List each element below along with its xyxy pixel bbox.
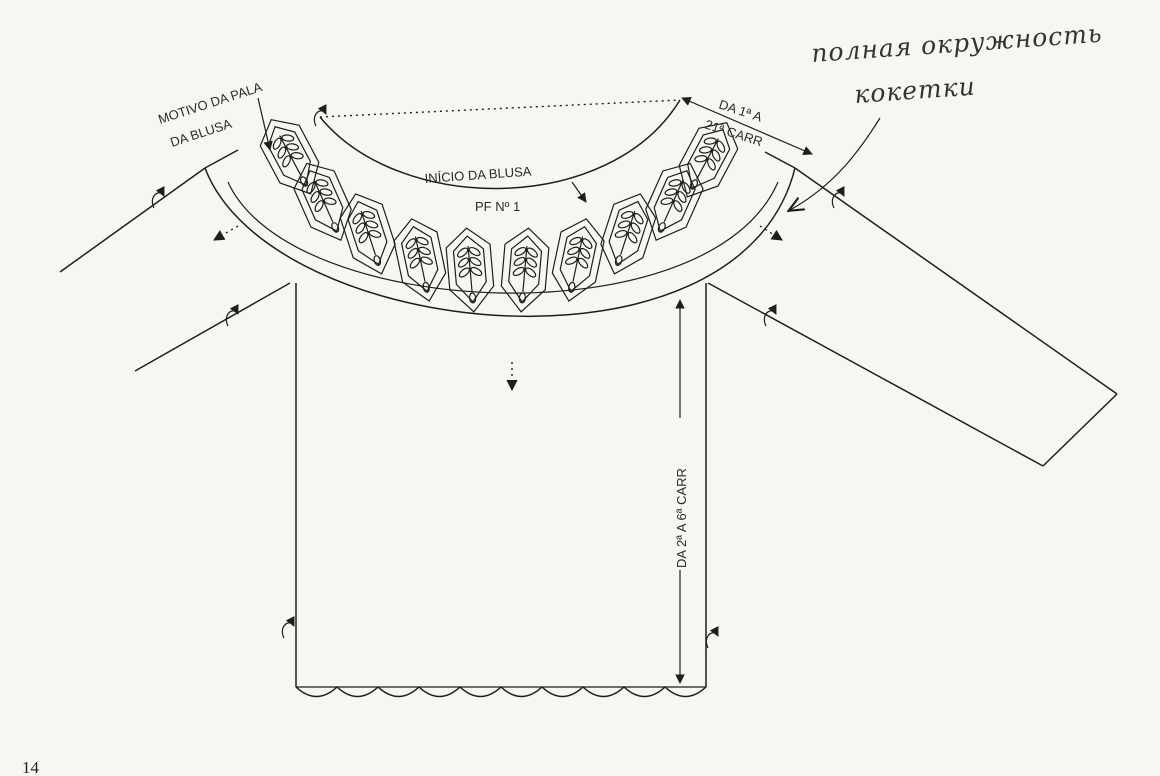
dotted-direction-arrow-icon (213, 225, 783, 392)
right-sleeve (707, 167, 1118, 467)
body-rows-dimension (671, 299, 689, 684)
scallop-edge (295, 685, 707, 698)
page-number: 14 (22, 758, 40, 776)
leaf-motif-icon (600, 193, 657, 275)
left-sleeve (59, 167, 291, 372)
leaf-motif-icon (259, 118, 320, 195)
yoke (204, 99, 796, 318)
body-rows-label: DA 2ª A 6ª CARR (674, 468, 689, 568)
motif-leader-arrow (257, 97, 273, 151)
yoke-motif-label-line1: MOTIVO DA PALA (156, 79, 264, 127)
yoke-rows-dimension (681, 97, 813, 155)
turn-arrow-icon (225, 304, 239, 327)
blouse-start-label-line2: PF Nº 1 (475, 199, 520, 214)
leaf-motif-icon (551, 218, 605, 302)
blouse-start-label-line1: INÍCIO DA BLUSA (424, 164, 532, 186)
blouse-body (295, 283, 707, 688)
handwritten-pointer-arrow (790, 117, 881, 210)
turn-arrows (151, 104, 845, 649)
leaf-motif-icon (500, 227, 550, 313)
leaf-motif-icon (293, 162, 352, 242)
turn-arrow-icon (151, 186, 165, 209)
leaf-motif-icon (339, 193, 396, 275)
turn-arrow-icon (705, 626, 719, 649)
handwritten-note-line2: кокетки (853, 72, 976, 109)
turn-arrow-icon (831, 186, 845, 209)
turn-arrow-icon (763, 304, 777, 327)
turn-arrow-icon (281, 616, 295, 639)
yoke-rows-label-line1: DA 1ª A (717, 97, 764, 125)
start-leader-arrow (571, 181, 587, 203)
handwritten-note-line1: полная окружность (810, 19, 1103, 68)
leaf-motif-icon (393, 218, 447, 302)
turn-arrow-icon (313, 104, 327, 127)
leaf-motif-icon (445, 227, 495, 313)
leaf-motif-icon (645, 162, 704, 242)
